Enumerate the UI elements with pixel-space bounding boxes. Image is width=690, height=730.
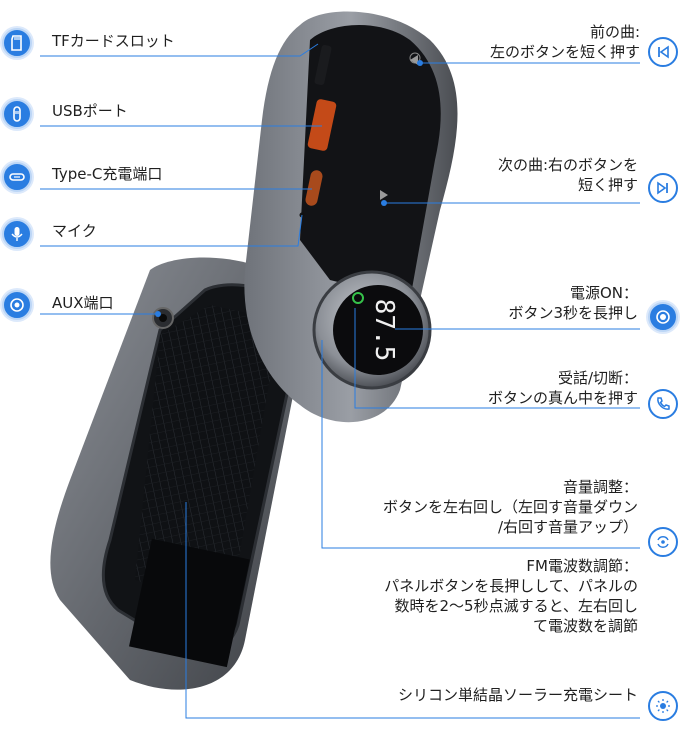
usb-icon <box>2 99 32 129</box>
label-next-track: 次の曲:右のボタンを 短く押す <box>497 156 638 194</box>
label-aux-port: AUX端口 <box>52 294 114 312</box>
label-answer-hangup: 受話/切断： ボタンの真ん中を押す <box>487 369 638 407</box>
phone-icon <box>648 389 678 419</box>
callout-lines <box>40 43 640 719</box>
label-previous-track: 前の曲: 左のボタンを短く押す <box>489 23 640 61</box>
microphone-icon <box>2 219 32 249</box>
label-microphone: マイク <box>52 222 97 240</box>
lcd-display: 87.5 <box>369 299 399 362</box>
power-icon <box>648 302 678 332</box>
label-tf-card-slot: TFカードスロット <box>52 32 175 50</box>
label-volume-adjust: 音量調整： ボタンを左右回し（左回す音量ダウン /右回す音量アップ） <box>382 478 638 536</box>
label-type-c-port: Type-C充電端口 <box>52 165 163 183</box>
label-solar-panel: シリコン単結晶ソーラー充電シート <box>397 686 638 704</box>
label-power-on: 電源ON： ボタン3秒を長押し <box>508 284 638 322</box>
label-fm-tuning: FM電波数調節： パネルボタンを長押しして、パネルの 数時を2～5秒点滅すると、… <box>384 557 638 635</box>
label-usb-port: USBポート <box>52 102 128 120</box>
sd-card-icon <box>2 28 32 58</box>
rotate-icon <box>648 527 678 557</box>
type-c-icon <box>2 162 32 192</box>
skip-back-icon <box>648 37 678 67</box>
solar-arm <box>50 257 301 690</box>
skip-forward-icon <box>648 173 678 203</box>
sun-icon <box>648 691 678 721</box>
aux-icon <box>2 290 32 320</box>
